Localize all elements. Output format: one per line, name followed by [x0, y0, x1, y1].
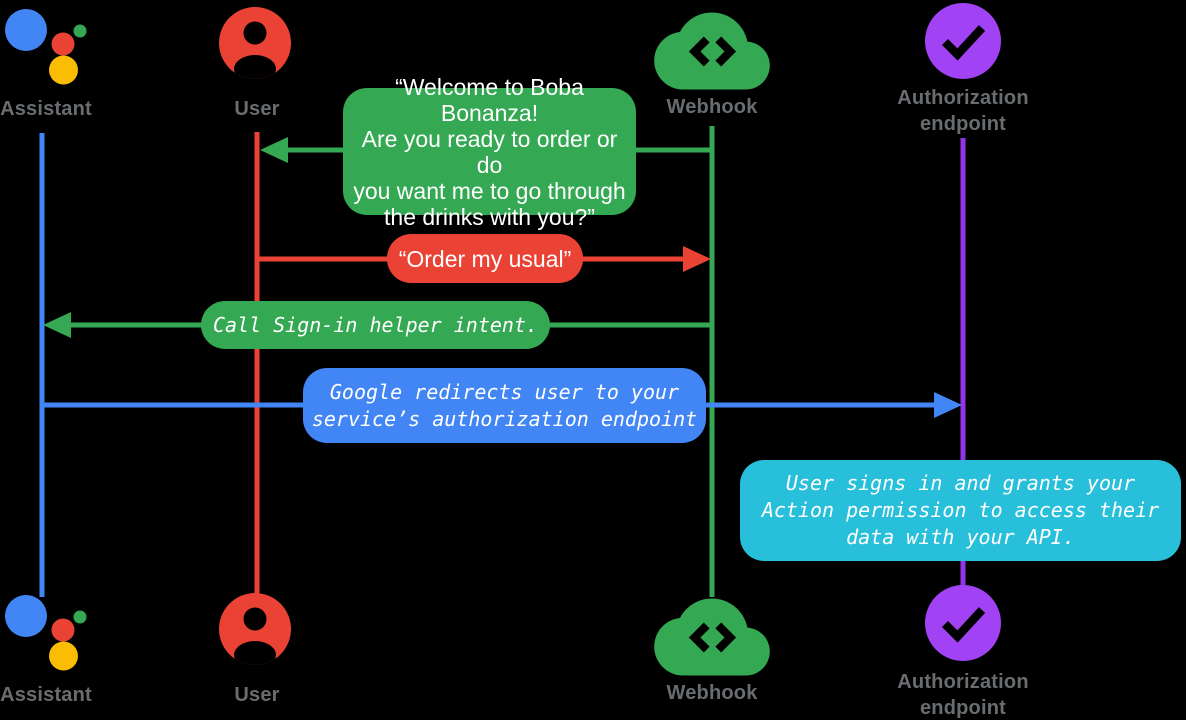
- actor-label-user: User: [234, 98, 280, 120]
- check-circle-icon: [925, 3, 1001, 79]
- google-assistant-icon: [5, 595, 87, 671]
- check-circle-icon: [925, 585, 1001, 661]
- message-text: User signs in and grants your Action per…: [761, 471, 1160, 549]
- actor-label-user: User: [234, 684, 280, 706]
- google-assistant-icon: [5, 9, 87, 85]
- message-order-bubble: “Order my usual”: [387, 234, 583, 283]
- note-user-signs-in: User signs in and grants your Action per…: [740, 460, 1181, 561]
- message-text: “Order my usual”: [398, 245, 572, 272]
- user-icon: [219, 593, 291, 665]
- message-welcome-bubble: “Welcome to Boba Bonanza! Are you ready …: [343, 74, 636, 230]
- cloud-code-icon: [654, 12, 770, 90]
- cloud-code-icon: [654, 598, 770, 676]
- user-icon: [219, 7, 291, 79]
- actor-label-auth-endpoint: Authorization endpoint: [897, 87, 1029, 135]
- message-text: Google redirects user to your service’s …: [311, 379, 698, 431]
- arrowhead-right-icon: [934, 392, 962, 418]
- actor-label-assistant: Assistant: [0, 98, 92, 120]
- message-text: “Welcome to Boba Bonanza! Are you ready …: [353, 73, 626, 230]
- actor-label-webhook: Webhook: [666, 96, 758, 118]
- arrowhead-right-icon: [683, 246, 711, 272]
- message-signin-helper: Call Sign-in helper intent.: [201, 301, 550, 349]
- arrowhead-left-icon: [43, 312, 71, 338]
- actor-label-webhook: Webhook: [666, 682, 758, 704]
- arrowhead-left-icon: [260, 137, 288, 163]
- actor-label-assistant: Assistant: [0, 684, 92, 706]
- actor-label-auth-endpoint: Authorization endpoint: [897, 671, 1029, 719]
- message-text: Call Sign-in helper intent.: [212, 312, 539, 337]
- message-redirect: Google redirects user to your service’s …: [303, 368, 706, 443]
